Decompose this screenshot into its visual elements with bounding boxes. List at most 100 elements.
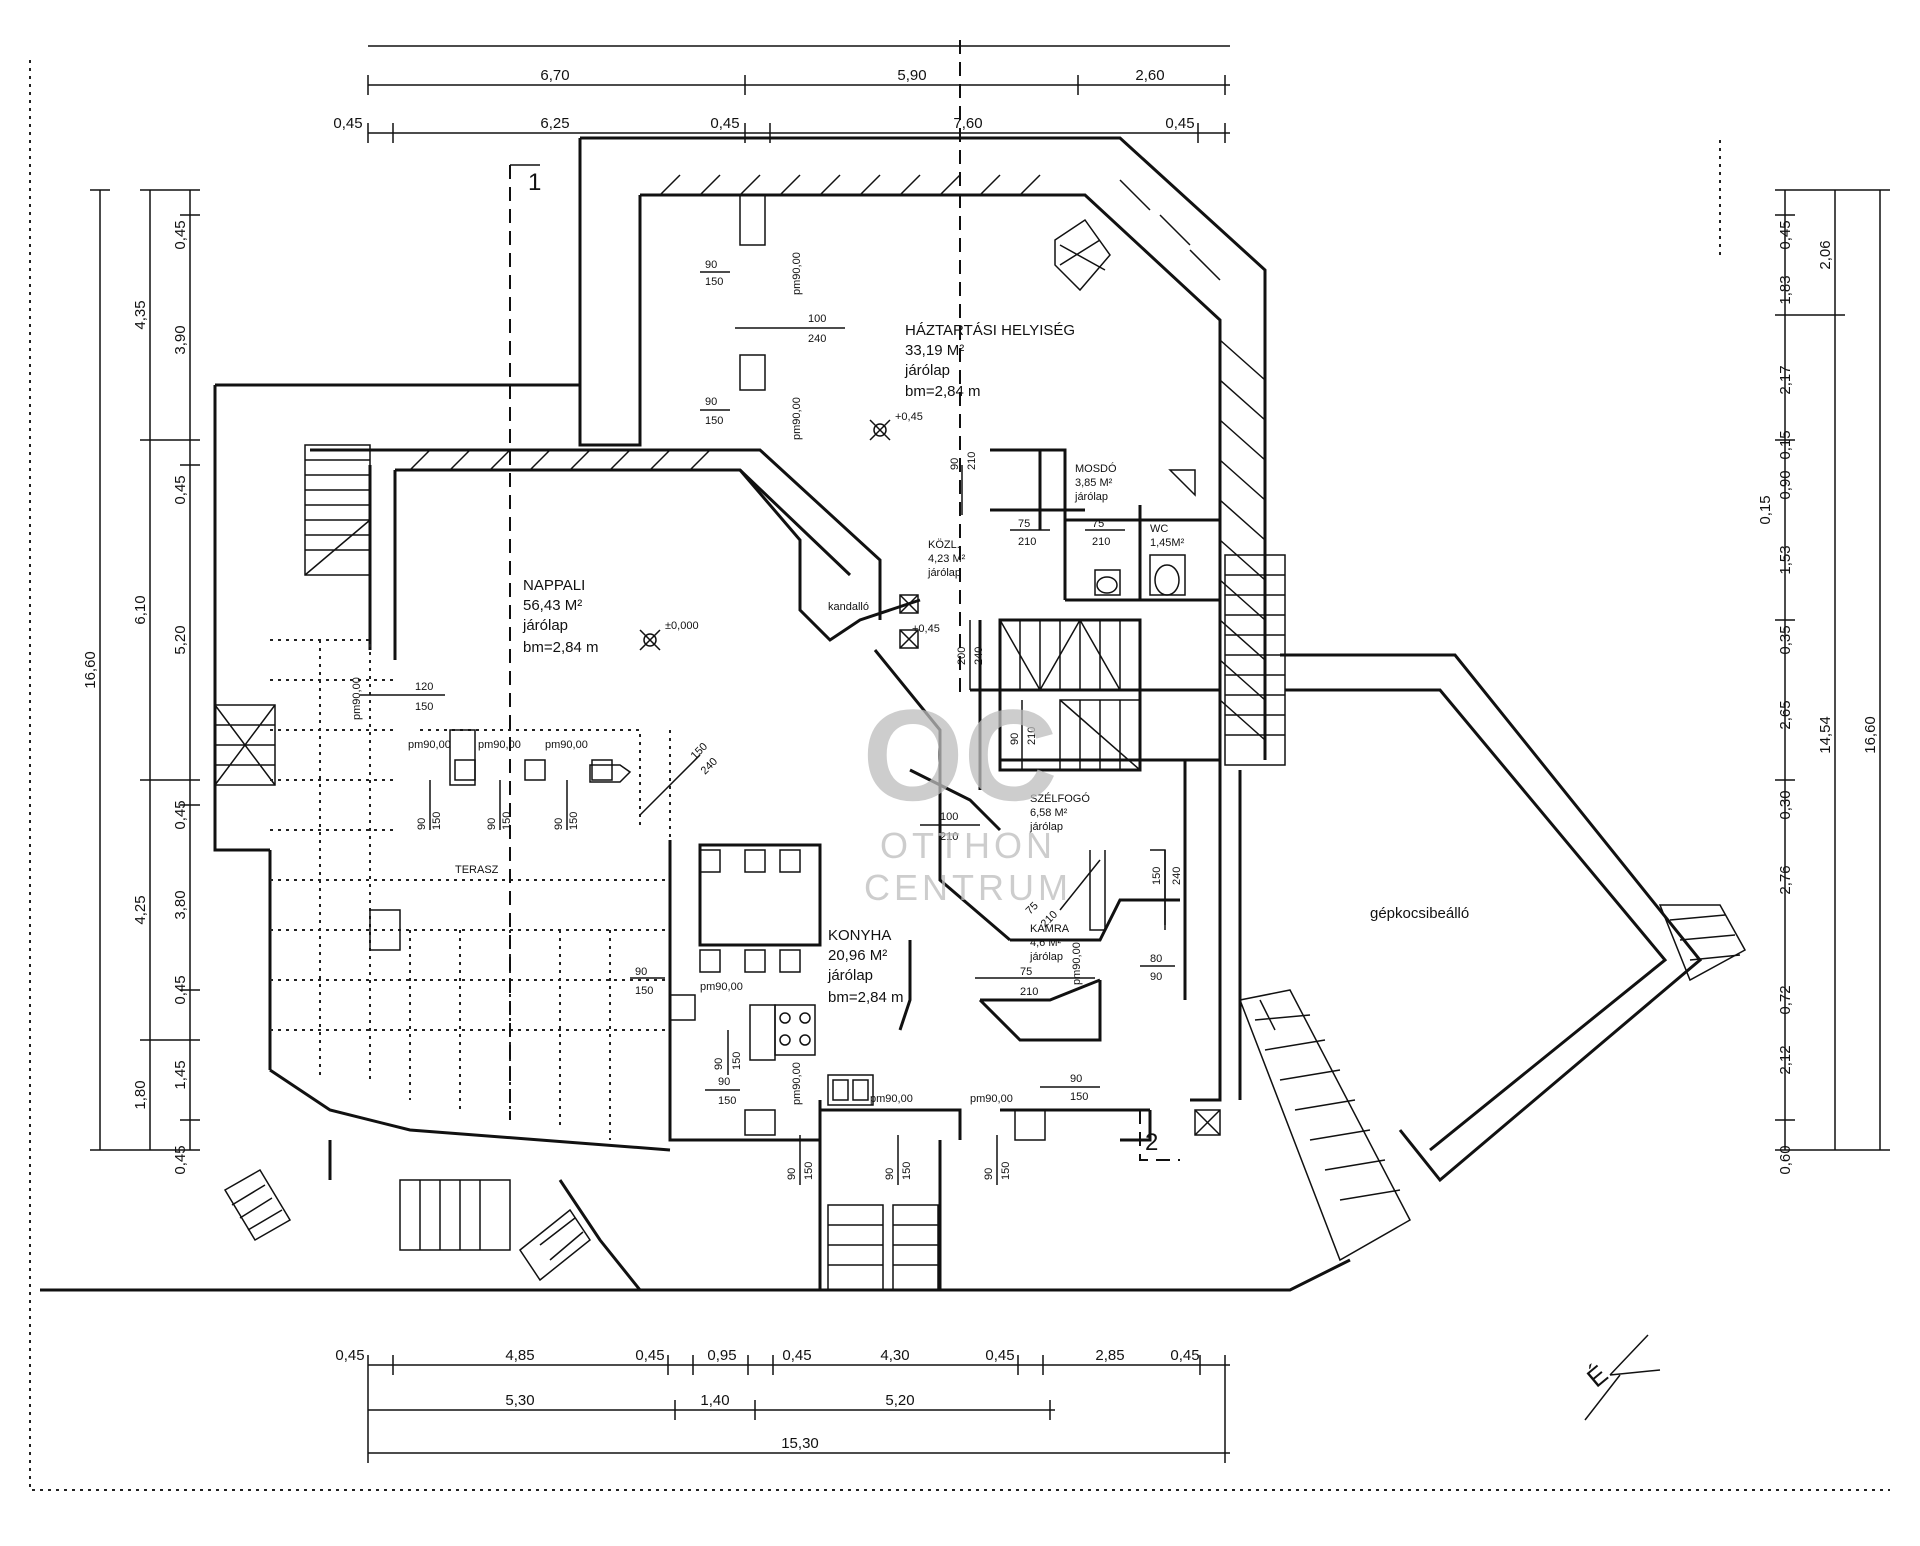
room-height-haztartasi: bm=2,84 m <box>905 383 980 400</box>
room-name-mosdo: MOSDÓ <box>1075 462 1117 475</box>
room-area-haztartasi: 33,19 M² <box>905 342 964 359</box>
svg-text:240: 240 <box>1171 867 1183 885</box>
dim-top-1: 6,70 <box>540 67 569 84</box>
room-name-szelfogo: SZÉLFOGÓ <box>1030 792 1090 805</box>
door-label: 80 90 <box>1140 953 1175 983</box>
dim-bottom-8: 2,85 <box>1095 1347 1124 1364</box>
dim-top-3: 2,60 <box>1135 67 1164 84</box>
parapet-label: pm90,00 <box>1071 942 1083 985</box>
svg-text:90: 90 <box>553 818 565 830</box>
section-mark-2: 2 <box>1145 1129 1158 1156</box>
svg-text:90: 90 <box>705 396 717 408</box>
dim-left-inner-2: 3,90 <box>172 325 189 354</box>
room-floor-konyha: járólap <box>827 967 873 984</box>
svg-text:150: 150 <box>803 1162 815 1180</box>
dim-bottom2-3: 5,20 <box>885 1392 914 1409</box>
room-level-haztartasi: +0,45 <box>895 411 923 423</box>
svg-text:100: 100 <box>940 811 958 823</box>
dim-right-inner-9: 0,30 <box>1777 790 1794 819</box>
svg-text:210: 210 <box>1018 536 1036 548</box>
parapet-label: pm90,00 <box>970 1093 1013 1105</box>
door-label: 150 240 <box>1151 850 1183 925</box>
dim-left-inner-3: 0,45 <box>172 475 189 504</box>
dim-left-inner-9: 0,45 <box>172 1145 189 1174</box>
dim-top2-1: 0,45 <box>333 115 362 132</box>
svg-text:80: 80 <box>1150 953 1162 965</box>
dim-top2-4: 7,60 <box>953 115 982 132</box>
svg-text:240: 240 <box>973 647 985 665</box>
building-walls <box>213 136 1267 1290</box>
svg-text:200: 200 <box>956 647 968 665</box>
svg-text:75: 75 <box>1092 518 1104 530</box>
dim-left-inner-7: 0,45 <box>172 975 189 1004</box>
dim-left-outer: 16,60 <box>82 651 99 689</box>
door-label: 90 150 <box>786 1135 815 1185</box>
dim-right-outer: 16,60 <box>1862 716 1879 754</box>
dim-left-inner-1: 0,45 <box>172 220 189 249</box>
dim-right-inner-6: 1,53 <box>1777 545 1794 574</box>
room-area-mosdo: 3,85 M² <box>1075 477 1113 489</box>
svg-text:120: 120 <box>415 681 433 693</box>
room-area-kamra: 4,6 M² <box>1030 937 1062 949</box>
room-label-wc: WC 1,45M² <box>1150 523 1185 549</box>
dim-right-inner-7: 0,35 <box>1777 625 1794 654</box>
room-area-konyha: 20,96 M² <box>828 947 887 964</box>
dim-bottom2-1: 5,30 <box>505 1392 534 1409</box>
room-name-wc: WC <box>1150 523 1168 535</box>
svg-text:90: 90 <box>713 1058 725 1070</box>
watermark-logo: OC <box>863 682 1058 828</box>
left-dimension-lines: 16,60 4,35 6,10 4,25 1,80 0,45 3,90 0,45… <box>82 189 200 1175</box>
site-boundary <box>40 1179 1351 1292</box>
dim-top2-3: 0,45 <box>710 115 739 132</box>
room-name-kozl: KÖZL. <box>928 539 960 551</box>
section-mark-1: 1 <box>528 169 541 196</box>
svg-text:150: 150 <box>718 1095 736 1107</box>
svg-text:75: 75 <box>1018 518 1030 530</box>
dim-left-inner-6: 3,80 <box>172 890 189 919</box>
fixtures <box>369 194 1221 1141</box>
svg-text:75: 75 <box>1020 966 1032 978</box>
room-level-nappali: ±0,000 <box>665 620 699 632</box>
room-name-konyha: KONYHA <box>828 927 891 944</box>
room-name-haztartasi: HÁZTARTÁSI HELYISÉG <box>905 322 1075 339</box>
dim-right-mid-2: 14,54 <box>1817 716 1834 754</box>
dim-left-inner-4: 5,20 <box>172 625 189 654</box>
room-area-wc: 1,45M² <box>1150 537 1185 549</box>
section-line-1: 1 <box>509 164 541 1120</box>
svg-text:210: 210 <box>940 831 958 843</box>
room-label-konyha: KONYHA 20,96 M² járólap bm=2,84 m <box>827 927 903 1006</box>
svg-text:90: 90 <box>718 1076 730 1088</box>
svg-text:150: 150 <box>705 276 723 288</box>
dim-right-inner-2: 1,83 <box>1777 275 1794 304</box>
dim-top2-2: 6,25 <box>540 115 569 132</box>
dim-bottom2-2: 1,40 <box>700 1392 729 1409</box>
svg-text:210: 210 <box>1026 727 1038 745</box>
door-label: 75 210 <box>1010 518 1050 548</box>
section-line-2: 2 <box>959 40 1180 1161</box>
room-name-kamra: KAMRA <box>1030 923 1070 935</box>
svg-text:90: 90 <box>1150 971 1162 983</box>
svg-text:90: 90 <box>416 818 428 830</box>
svg-text:240: 240 <box>699 756 720 777</box>
dim-bottom-2: 4,85 <box>505 1347 534 1364</box>
room-area-szelfogo: 6,58 M² <box>1030 807 1068 819</box>
svg-text:150: 150 <box>1151 867 1163 885</box>
watermark-line1: OTTHON <box>880 825 1056 866</box>
svg-text:150: 150 <box>415 701 433 713</box>
room-height-nappali: bm=2,84 m <box>523 639 598 656</box>
parapet-label: pm90,00 <box>791 252 803 295</box>
room-label-nappali: NAPPALI 56,43 M² járólap bm=2,84 m ±0,00… <box>522 577 699 656</box>
svg-text:150: 150 <box>689 741 710 762</box>
dim-left-inner-5: 0,45 <box>172 800 189 829</box>
parapet-label: pm90,00 <box>791 1062 803 1105</box>
svg-text:90: 90 <box>786 1168 798 1180</box>
